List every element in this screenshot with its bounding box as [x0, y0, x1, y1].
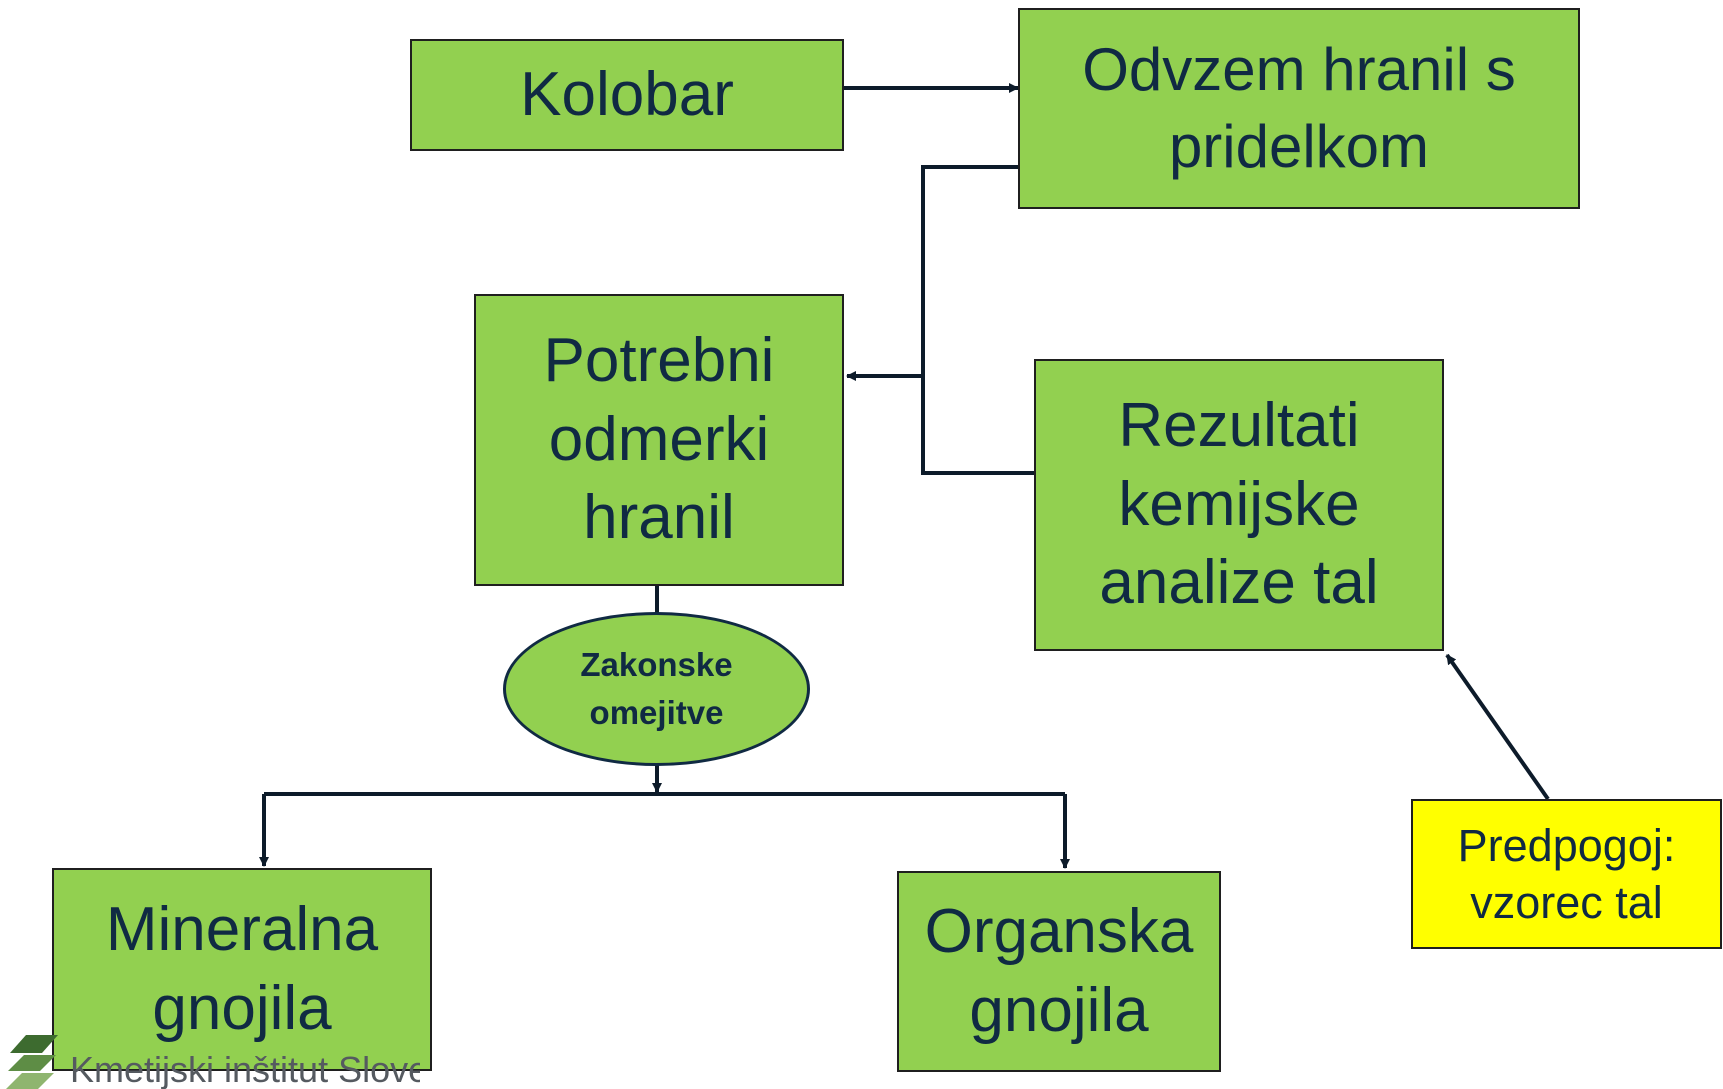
- node-mineralna: Mineralna gnojila: [52, 868, 432, 1071]
- logo: Kmetijski inštitut Slovenije: [0, 1035, 420, 1089]
- edge-predpogoj-rezultati: [1445, 653, 1550, 801]
- logo-text: Kmetijski inštitut Slovenije: [70, 1049, 420, 1089]
- node-organska: Organska gnojila: [897, 871, 1221, 1072]
- node-rezultati: Rezultati kemijske analize tal: [1034, 359, 1444, 651]
- edge-odvzem-bracket: [921, 165, 1034, 475]
- node-predpogoj: Predpogoj: vzorec tal: [1411, 799, 1722, 949]
- node-zakonske: Zakonske omejitve: [503, 612, 810, 766]
- node-odvzem: Odvzem hranil s pridelkom: [1018, 8, 1580, 209]
- node-potrebni: Potrebni odmerki hranil: [474, 294, 844, 586]
- node-kolobar: Kolobar: [410, 39, 844, 151]
- kis-logo-icon: [6, 1035, 58, 1089]
